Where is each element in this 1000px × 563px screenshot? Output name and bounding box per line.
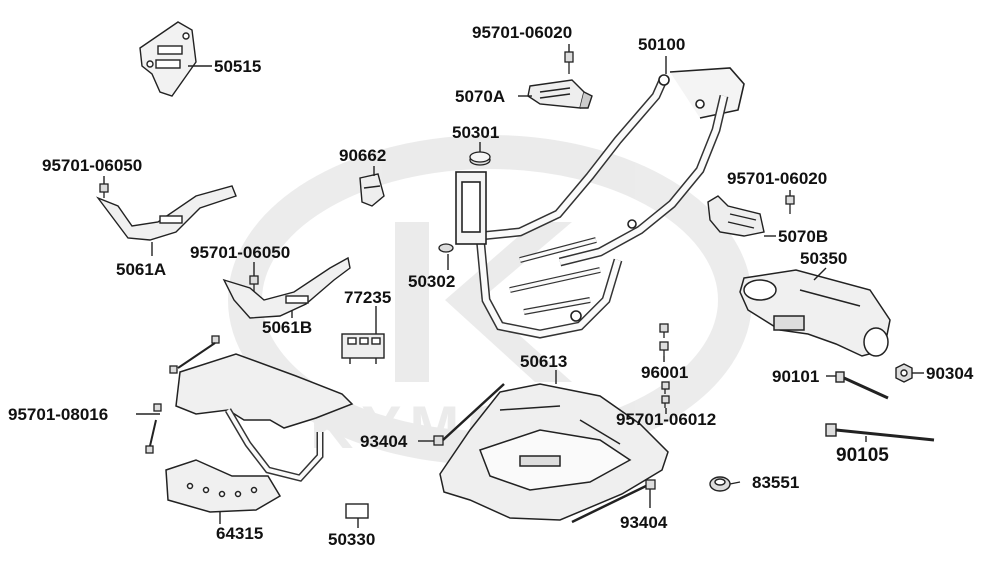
leader-lines [103, 44, 924, 528]
label-50613: 50613 [520, 352, 568, 371]
part-90304-nut[interactable] [895, 363, 913, 383]
label-5061A: 5061A [116, 260, 167, 279]
part-96001-bolt[interactable] [659, 323, 669, 356]
part-90105-long-bolt[interactable] [825, 423, 935, 442]
part-5070A-bracket[interactable] [527, 79, 593, 109]
label-95701-06020-right: 95701-06020 [727, 169, 828, 188]
part-95701-08016-bolts[interactable] [145, 335, 220, 454]
part-83551-bushing[interactable] [709, 476, 731, 492]
part-64315-step-frame[interactable] [165, 353, 354, 513]
part-50302-ring[interactable] [438, 243, 454, 253]
label-95701-06050-a: 95701-06050 [42, 156, 143, 175]
part-95701-06050-bolt-a[interactable] [99, 183, 109, 198]
part-50613-under-cover[interactable] [439, 383, 669, 521]
label-64315: 64315 [216, 524, 264, 543]
part-77235-lock[interactable] [341, 333, 385, 364]
label-90101: 90101 [772, 367, 820, 386]
label-96001: 96001 [641, 363, 689, 382]
label-50100: 50100 [638, 35, 686, 54]
label-90662: 90662 [339, 146, 387, 165]
label-50301: 50301 [452, 123, 500, 142]
part-90101-bolt[interactable] [835, 371, 889, 400]
part-50330-plate[interactable] [345, 503, 369, 519]
label-50350: 50350 [800, 249, 848, 268]
label-90105: 90105 [836, 445, 889, 466]
label-95701-06012: 95701-06012 [616, 410, 717, 429]
part-95701-06020-bolt-top[interactable] [564, 51, 574, 74]
label-95701-06020-top: 95701-06020 [472, 23, 573, 42]
part-90662-clip[interactable] [359, 173, 385, 207]
part-50100-main-frame[interactable] [455, 67, 745, 339]
part-5070B-bracket[interactable] [707, 195, 765, 237]
label-5061B: 5061B [262, 318, 313, 337]
label-5070B: 5070B [778, 227, 829, 246]
part-95701-06012-bolt[interactable] [661, 381, 670, 408]
label-5070A: 5070A [455, 87, 506, 106]
label-83551: 83551 [752, 473, 800, 492]
label-50330: 50330 [328, 530, 376, 549]
label-50515: 50515 [214, 57, 262, 76]
label-95701-08016: 95701-08016 [8, 405, 109, 424]
part-50515-bracket[interactable] [139, 21, 197, 97]
part-50350-engine-hanger[interactable] [739, 269, 891, 357]
part-5061B-footrest-bracket[interactable] [222, 256, 351, 319]
part-50301-collar[interactable] [469, 151, 491, 166]
part-95701-06020-bolt-right[interactable] [785, 195, 795, 214]
label-77235: 77235 [344, 288, 392, 307]
label-95701-06050-b: 95701-06050 [190, 243, 291, 262]
label-90304: 90304 [926, 364, 974, 383]
label-93404-bottom: 93404 [620, 513, 668, 532]
label-50302: 50302 [408, 272, 456, 291]
part-5061A-footrest-bracket[interactable] [95, 185, 237, 241]
label-93404-left: 93404 [360, 432, 408, 451]
